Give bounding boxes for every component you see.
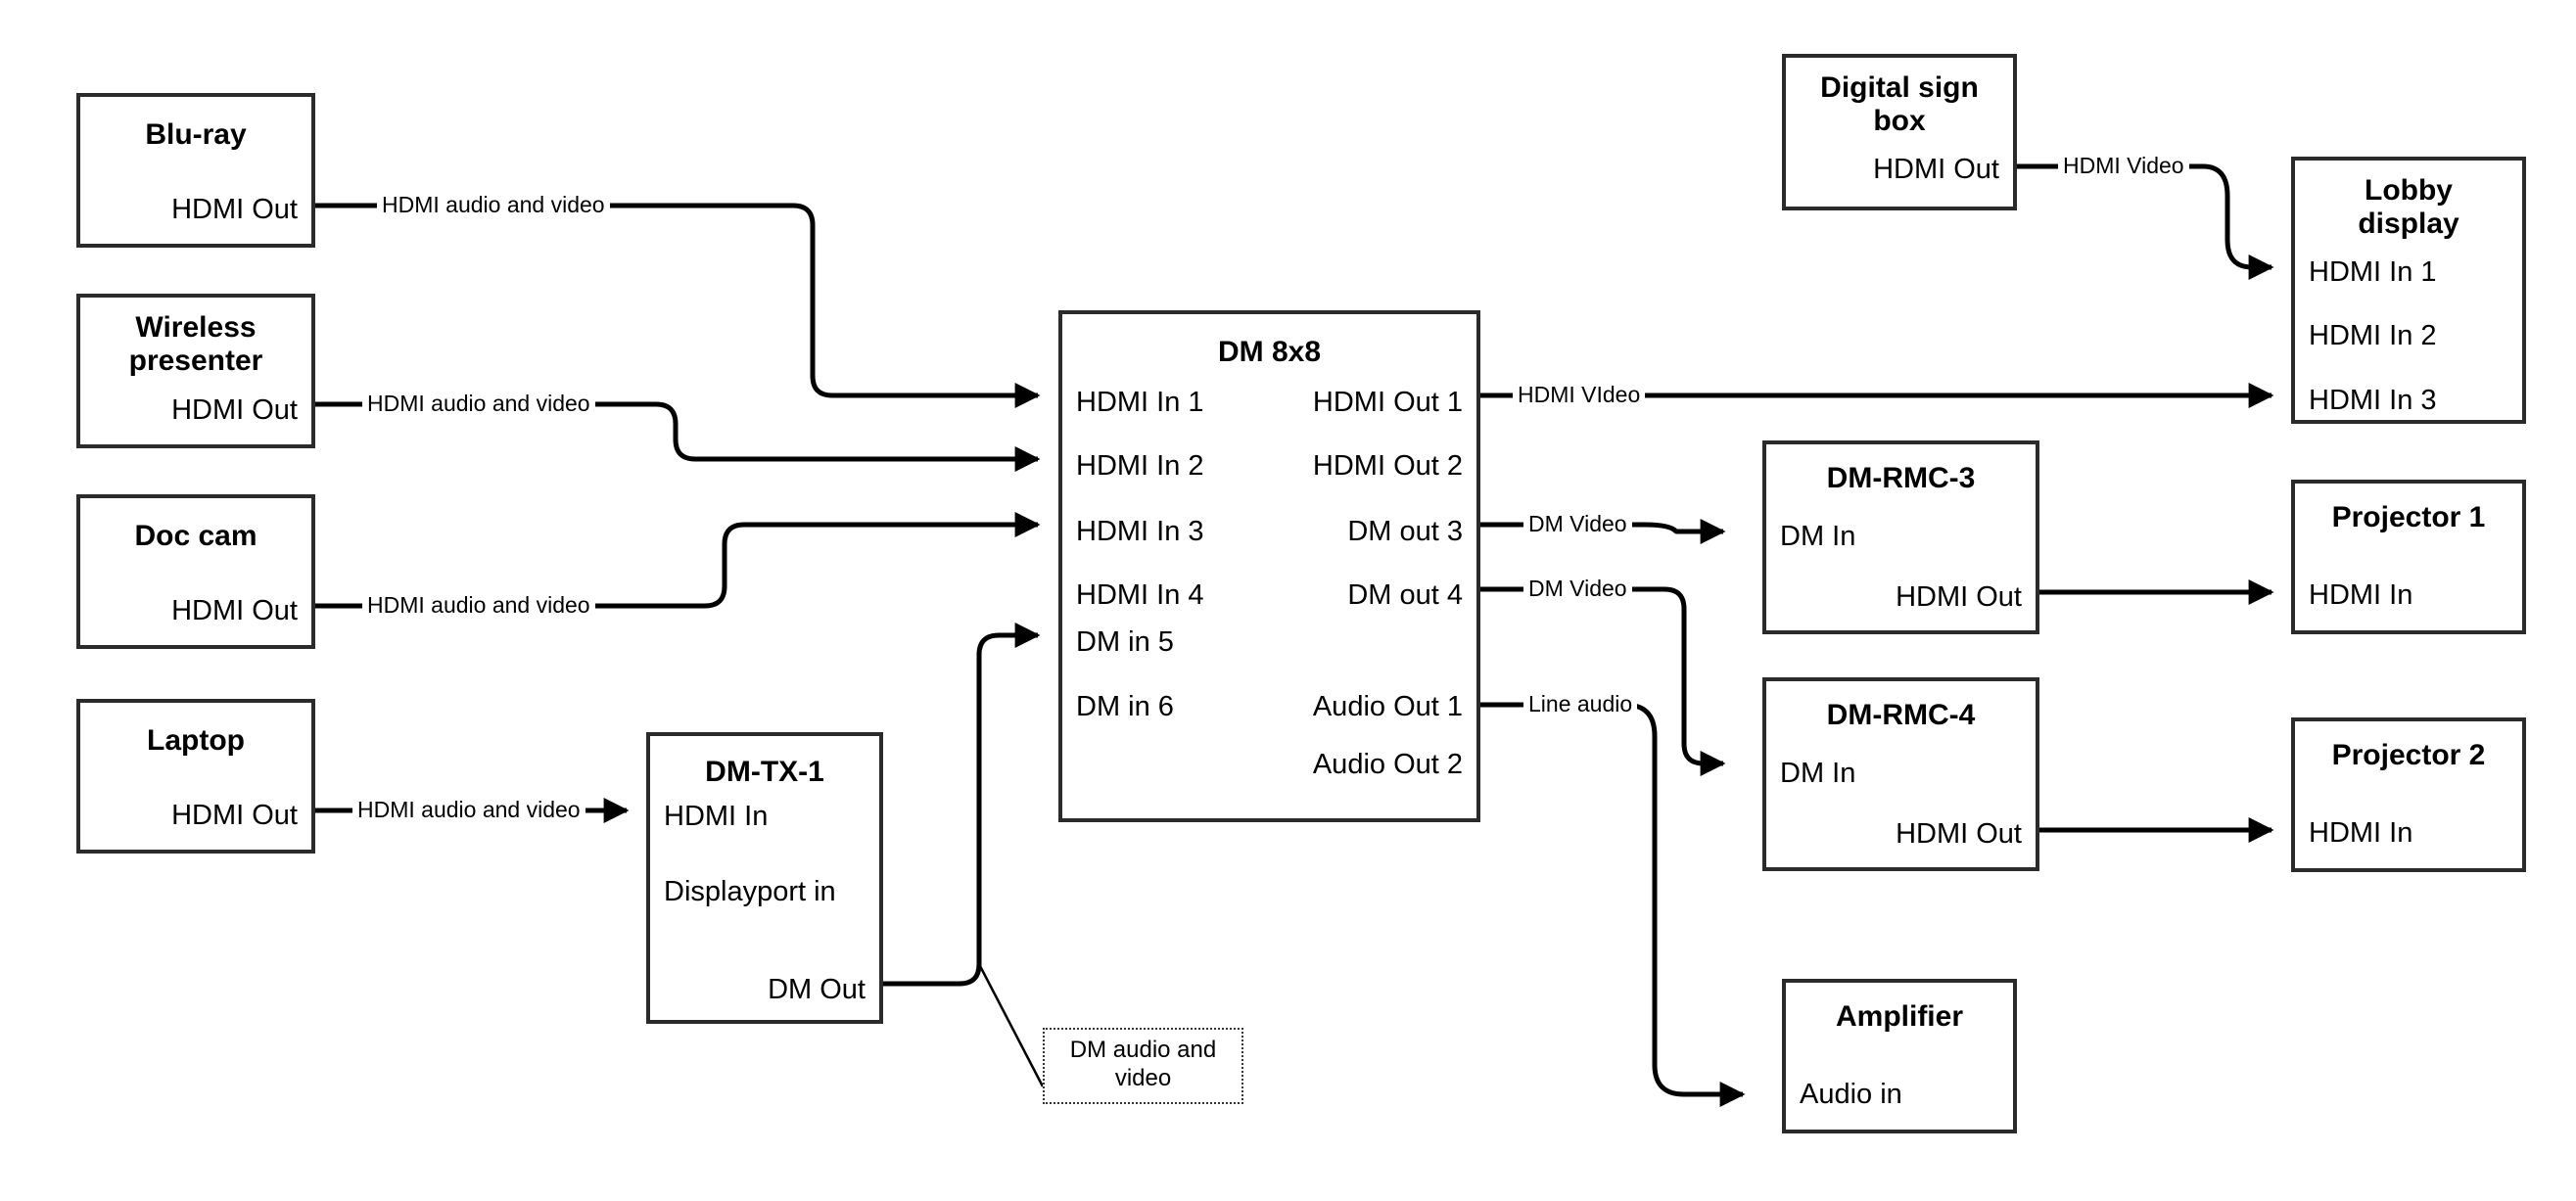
node-dm-8x8-input-5[interactable]: DM in 5 [1076,626,1174,658]
node-dm-rmc-4-title: DM-RMC-4 [1826,699,1976,731]
node-dm-rmc-4-port-hdmi-out[interactable]: HDMI Out [1896,818,2022,850]
node-projector-2[interactable]: Projector 2 HDMI In [2291,717,2526,872]
node-doc-cam[interactable]: Doc cam HDMI Out [76,494,315,649]
node-laptop-port-hdmi-out[interactable]: HDMI Out [171,800,298,831]
edge-label-dm-out1-to-lobby: HDMI VIdeo [1513,384,1646,406]
edge-label-laptop-to-dmtx1: HDMI audio and video [352,799,585,821]
node-dm-8x8-input-4[interactable]: HDMI In 4 [1076,579,1204,611]
edge-label-dm-out4-to-rmc4: DM Video [1523,577,1632,600]
edge-label-dm-audio-to-amplifier: Line audio [1523,693,1638,716]
node-amplifier[interactable]: Amplifier Audio in [1782,979,2017,1133]
node-dm-8x8-output-audio-2[interactable]: Audio Out 2 [1312,749,1463,780]
node-lobby-display[interactable]: Lobby display HDMI In 1 HDMI In 2 HDMI I… [2291,157,2526,424]
node-projector-2-title: Projector 2 [2331,739,2486,771]
node-dm-8x8-output-4[interactable]: DM out 4 [1347,579,1463,611]
node-laptop[interactable]: Laptop HDMI Out [76,699,315,854]
note-dm-audio-and-video: DM audio and video [1043,1028,1243,1104]
node-lobby-display-input-2[interactable]: HDMI In 2 [2309,320,2437,351]
node-dm-8x8-output-3[interactable]: DM out 3 [1347,516,1463,547]
node-dm-tx-1-port-displayport-in[interactable]: Displayport in [664,876,836,907]
wire-bluray-to-dm-hdmi-in-1 [315,203,1041,408]
node-dm-rmc-3-port-dm-in[interactable]: DM In [1780,521,1856,552]
node-dm-rmc-3-port-hdmi-out[interactable]: HDMI Out [1896,581,2022,613]
node-dm-8x8-input-3[interactable]: HDMI In 3 [1076,516,1204,547]
node-dm-8x8-input-2[interactable]: HDMI In 2 [1076,450,1204,482]
node-dm-8x8-input-1[interactable]: HDMI In 1 [1076,387,1204,418]
node-dm-8x8-output-audio-1[interactable]: Audio Out 1 [1312,691,1463,722]
node-dm-8x8-output-2[interactable]: HDMI Out 2 [1312,450,1463,482]
node-projector-1-title: Projector 1 [2331,501,2486,533]
node-dm-tx-1-port-dm-out[interactable]: DM Out [768,974,866,1005]
node-projector-2-port-hdmi-in[interactable]: HDMI In [2309,817,2413,849]
node-lobby-display-title-line2: display [2358,208,2459,240]
node-dm-rmc-3[interactable]: DM-RMC-3 DM In HDMI Out [1762,440,2039,634]
node-wireless-presenter-port-hdmi-out[interactable]: HDMI Out [171,394,298,426]
node-bluray-title: Blu-ray [145,118,247,151]
edge-label-bluray-to-dm: HDMI audio and video [377,194,610,216]
node-lobby-display-input-1[interactable]: HDMI In 1 [2309,256,2437,288]
leader-line-dm-note [977,963,1045,1087]
node-dm-8x8-output-1[interactable]: HDMI Out 1 [1312,387,1463,418]
node-dm-rmc-4[interactable]: DM-RMC-4 DM In HDMI Out [1762,677,2039,871]
node-doc-cam-port-hdmi-out[interactable]: HDMI Out [171,595,298,626]
node-doc-cam-title: Doc cam [134,520,258,552]
edge-label-wireless-to-dm: HDMI audio and video [362,393,595,415]
edge-label-sign-to-lobby: HDMI Video [2058,155,2189,177]
node-wireless-presenter-title-line1: Wireless [135,311,257,344]
node-projector-1-port-hdmi-in[interactable]: HDMI In [2309,579,2413,611]
node-lobby-display-input-3[interactable]: HDMI In 3 [2309,385,2437,416]
node-dm-rmc-4-port-dm-in[interactable]: DM In [1780,758,1856,789]
edge-label-dm-out3-to-rmc3: DM Video [1523,513,1632,535]
node-wireless-presenter-title-line2: presenter [128,345,263,377]
node-dm-tx-1-title: DM-TX-1 [705,756,824,788]
node-projector-1[interactable]: Projector 1 HDMI In [2291,480,2526,634]
node-dm-rmc-3-title: DM-RMC-3 [1826,462,1976,494]
node-wireless-presenter[interactable]: Wireless presenter HDMI Out [76,294,315,448]
node-dm-8x8-input-6[interactable]: DM in 6 [1076,691,1174,722]
edge-label-doccam-to-dm: HDMI audio and video [362,594,595,617]
node-digital-sign-box-port-hdmi-out[interactable]: HDMI Out [1873,154,1999,185]
node-lobby-display-title-line1: Lobby [2365,174,2453,207]
node-dm-tx-1-port-hdmi-in[interactable]: HDMI In [664,801,769,832]
node-dm-tx-1[interactable]: DM-TX-1 HDMI In Displayport in DM Out [646,732,883,1024]
node-digital-sign-box-title-line1: Digital sign [1820,71,1979,104]
node-amplifier-title: Amplifier [1835,1000,1964,1033]
node-digital-sign-box-title-line2: box [1873,105,1926,137]
wire-dmtx1-to-dm-in-5 [883,623,1041,987]
node-bluray[interactable]: Blu-ray HDMI Out [76,93,315,248]
node-digital-sign-box[interactable]: Digital sign box HDMI Out [1782,54,2017,210]
node-amplifier-port-audio-in[interactable]: Audio in [1800,1079,1902,1110]
wire-sign-to-lobby-in1 [2017,163,2274,280]
node-dm-8x8[interactable]: DM 8x8 HDMI In 1 HDMI In 2 HDMI In 3 HDM… [1058,310,1480,822]
node-bluray-port-hdmi-out[interactable]: HDMI Out [171,194,298,225]
wire-dm-out4-to-rmc4 [1480,586,1726,776]
node-laptop-title: Laptop [147,724,245,757]
node-dm-8x8-title: DM 8x8 [1217,336,1322,368]
wire-dm-audio-out1-to-amplifier [1480,702,1746,1107]
